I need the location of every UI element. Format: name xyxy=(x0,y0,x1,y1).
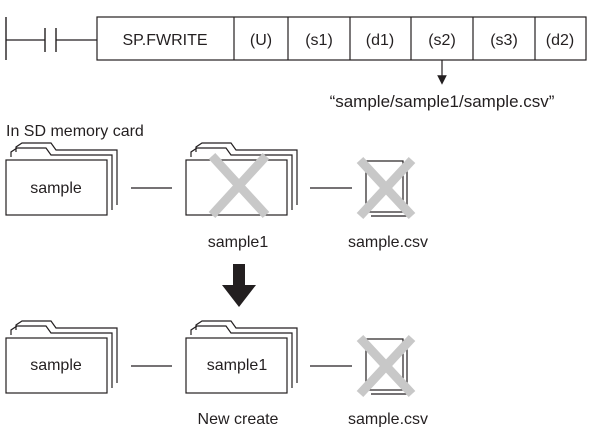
after-root-folder-label: sample xyxy=(30,357,82,374)
ladder-rung xyxy=(5,17,97,60)
operand-u: (U) xyxy=(250,32,272,49)
before-root-folder-icon: sample xyxy=(5,142,118,216)
before-file-cross-icon xyxy=(356,156,416,220)
after-sub-folder-icon: sample1 xyxy=(185,320,298,394)
path-value: “sample/sample1/sample.csv” xyxy=(330,92,555,111)
before-sub-folder-icon xyxy=(185,142,298,219)
location-label: In SD memory card xyxy=(6,123,144,140)
after-file-caption: sample.csv xyxy=(348,411,428,427)
before-sub-folder-caption: sample1 xyxy=(208,234,269,251)
before-file-caption: sample.csv xyxy=(348,234,428,251)
operand-s1: (s1) xyxy=(305,32,333,49)
before-file-icon xyxy=(356,156,416,220)
instruction-name: SP.FWRITE xyxy=(122,32,207,49)
after-file-cross-icon xyxy=(356,334,416,398)
operand-s3: (s3) xyxy=(490,32,518,49)
operand-d2: (d2) xyxy=(546,32,574,49)
after-sub-folder-caption: New create xyxy=(198,411,279,427)
after-file-icon xyxy=(356,334,416,398)
after-sub-folder-label: sample1 xyxy=(207,357,268,374)
transition-down-arrow xyxy=(222,264,256,307)
before-root-folder-label: sample xyxy=(30,180,82,197)
operand-d1: (d1) xyxy=(366,32,394,49)
before-sub-folder-cross-icon xyxy=(208,152,270,219)
after-root-folder-icon: sample xyxy=(5,320,118,394)
instruction-box: SP.FWRITE (U) (s1) (d1) (s2) (s3) (d2) xyxy=(96,16,587,61)
operand-s2: (s2) xyxy=(428,32,456,49)
